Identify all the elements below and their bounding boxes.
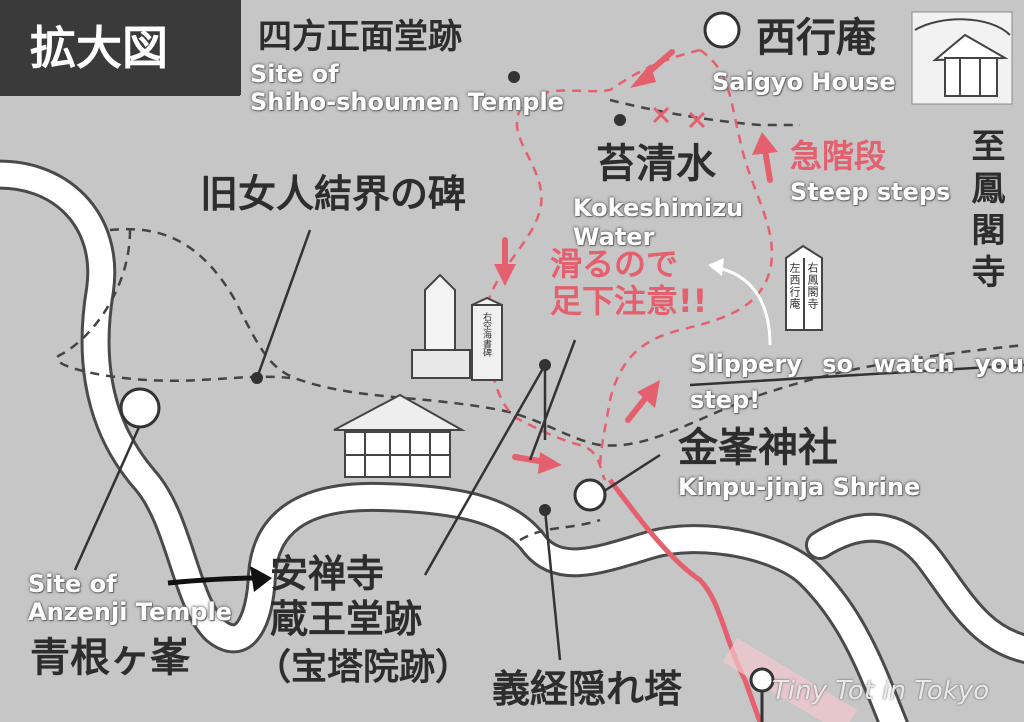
signpost [785,244,823,331]
label-kinpu-jp: 金峯神社 [678,425,838,471]
label-steep-jp: 急階段 [790,137,887,175]
label-aone-jp: 青根ヶ峯 [30,635,190,681]
label-anzenji-en-1: Site of [28,570,117,598]
route-loop [483,48,774,481]
label-steep-en: Steep steps [790,178,951,206]
closed-marks [652,106,706,129]
watermark: Tiny Tot in Tokyo [772,676,990,706]
label-slippery-en-2: step! [690,386,761,414]
stone-pillars [411,273,503,381]
trail-paths [55,98,1024,542]
label-slippery-en-1: Slippery so watch your [690,350,1024,378]
markers [251,71,626,516]
label-saigyo-jp: 西行庵 [756,15,876,61]
slippery-pointer [717,266,772,346]
label-shiho-jp: 四方正面堂跡 [258,17,462,57]
label-shiho-en-2: Shiho-shoumen Temple [250,88,564,116]
label-direction: 至鳳閣寺 [965,128,1005,296]
leader-lines [73,229,1024,661]
route-arrows [494,49,778,474]
saigyo-hut-sketch [911,11,1013,105]
signpost-left-text: 左西行庵 [788,262,801,310]
label-monument-jp: 旧女人結界の碑 [200,172,467,216]
label-kokeshimizu-en-2: Water [573,223,655,251]
label-kinpu-en: Kinpu-jinja Shrine [678,473,921,501]
label-kokeshimizu-jp: 苔清水 [596,141,716,187]
label-anzenji-jp-2: 蔵王堂跡 [270,597,423,641]
badge-box [0,0,240,95]
label-yoshitsune-jp: 義経隠れ塔 [492,667,683,711]
shrine-building [333,393,466,478]
signpost-right-text: 右鳳閣寺 [806,262,819,310]
label-slippery-jp-1: 滑るので [550,245,679,283]
map-badge: 拡大図 [30,21,168,75]
label-kokeshimizu-en-1: Kokeshimizu [573,194,744,222]
label-anzenji-en-2: Anzenji Temple [28,598,232,626]
label-slippery-jp-2: 足下注意!! [550,282,708,320]
label-shiho-en-1: Site of [250,60,339,88]
label-saigyo-en: Saigyo House [712,68,896,96]
place-circles [119,11,775,693]
label-anzenji-jp-3: （宝塔院跡） [255,647,472,688]
label-anzenji-jp-1: 安禅寺 [270,552,385,596]
pillar-text: 右空海書碑 [481,312,491,357]
